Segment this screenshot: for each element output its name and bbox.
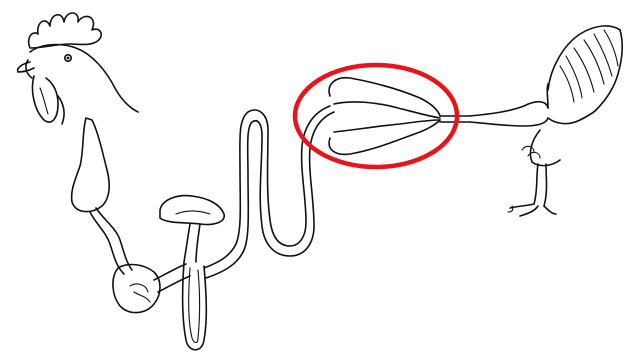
- forked-tubular-organ: [329, 78, 470, 155]
- visceral-organ-mass: [72, 118, 160, 313]
- cloaca-duct: [470, 102, 548, 126]
- rooster-tail-icon: [522, 26, 622, 166]
- descending-tube: [183, 262, 207, 350]
- rooster-head-icon: [18, 13, 138, 124]
- rooster-leg-icon: [508, 164, 556, 216]
- meandering-tube: [204, 106, 334, 278]
